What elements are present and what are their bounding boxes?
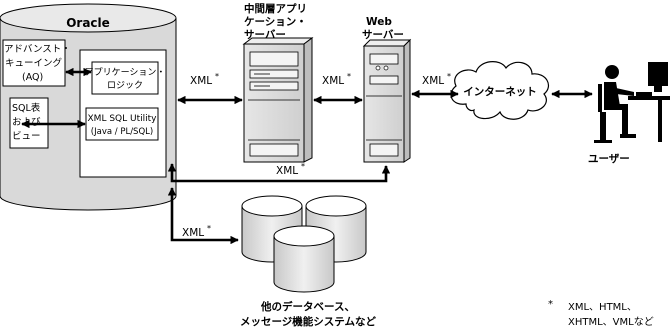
xml-star-4: * xyxy=(301,162,305,171)
middle-tier-server-icon xyxy=(242,37,314,163)
web-server-label-line1: Web xyxy=(366,16,392,28)
user-label: ユーザー xyxy=(588,153,630,165)
xml-star-1: * xyxy=(215,72,219,81)
aq-box xyxy=(2,39,66,87)
other-db-label-line1: 他のデータベース、 xyxy=(260,300,355,313)
middle-tier-label-line1: 中間層アプリ xyxy=(244,2,307,15)
footnote-star: * xyxy=(548,299,553,310)
xml-label-2: XML xyxy=(322,75,344,87)
other-databases-icon xyxy=(241,195,367,293)
user-icon xyxy=(594,62,670,143)
sql-table-line3: ビュー xyxy=(12,131,41,142)
sql-table-line1: SQL表 xyxy=(12,102,41,114)
internet-label: インターネット xyxy=(463,86,537,98)
xml-star-2: * xyxy=(347,72,351,81)
footnote-line2: XHTML、VMLなど xyxy=(568,316,654,328)
aq-label-line1: アドバンスト・ xyxy=(4,44,71,55)
oracle-title: Oracle xyxy=(66,16,110,30)
xml-label-5: XML xyxy=(182,227,204,239)
app-logic-line1: アプリケーション・ xyxy=(85,67,166,78)
xml-label-4: XML xyxy=(276,165,298,177)
sql-table-line2: および xyxy=(12,117,41,128)
xsu-line1: XML SQL Utility xyxy=(88,114,158,124)
aq-label-line2: キューイング xyxy=(5,57,63,69)
middle-tier-label-line2: ケーション・ xyxy=(244,16,307,28)
web-server-label-line2: サーバー xyxy=(362,29,404,41)
xml-label-3: XML xyxy=(422,75,444,87)
aq-label-line3: (AQ) xyxy=(22,72,43,83)
arrow-oracle-other-databases xyxy=(167,187,239,245)
footnote-line1: XML、HTML、 xyxy=(568,302,637,313)
xsu-line2: (Java / PL/SQL) xyxy=(91,127,153,137)
middle-tier-label-line3: サーバー xyxy=(244,29,286,41)
app-logic-box xyxy=(91,61,159,95)
xml-star-3: * xyxy=(447,72,451,81)
xml-label-1: XML xyxy=(190,75,212,87)
app-logic-line2: ロジック xyxy=(107,80,143,91)
arrow-oracle-web-server xyxy=(167,163,391,183)
other-db-label-line2: メッセージ機能システムなど xyxy=(240,315,376,328)
internet-cloud-icon xyxy=(450,61,549,120)
web-server-icon xyxy=(362,38,412,163)
xml-star-5: * xyxy=(207,224,211,233)
oracle-database: Oracle アドバンスト・ キューイング (AQ) アプリケーション・ ロジッ… xyxy=(0,3,177,211)
xsu-box xyxy=(85,107,159,141)
